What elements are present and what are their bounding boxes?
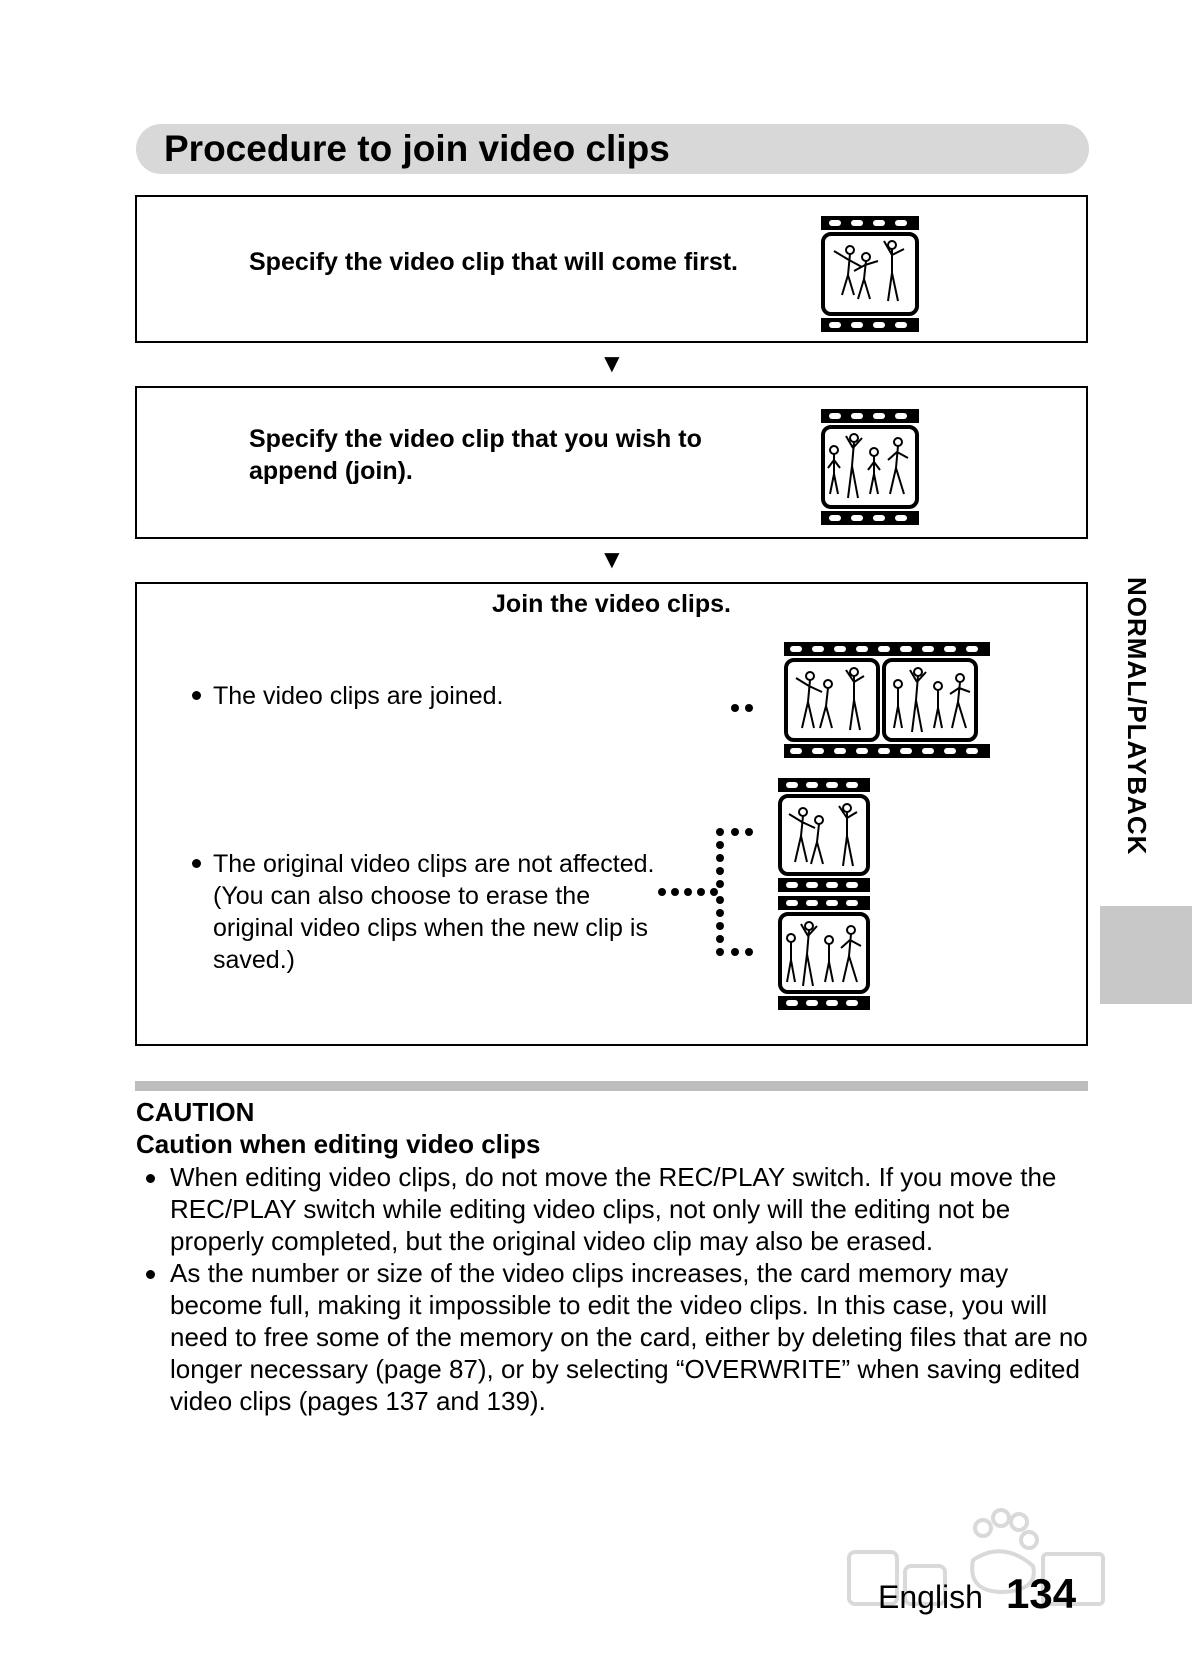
caution-subheading: Caution when editing video clips: [136, 1129, 541, 1159]
step-2-box: Specify the video clip that you wish to …: [135, 386, 1088, 539]
caution-item: As the number or size of the video clips…: [146, 1257, 1091, 1417]
side-tab-label: NORMAL/PLAYBACK: [1122, 577, 1152, 856]
film-strip-icon: [821, 409, 919, 525]
title-bar: [136, 124, 1089, 174]
step-3-bullet-2-line-3: original video clips when the new clip i…: [213, 914, 648, 942]
watermark-logo: [847, 1508, 1105, 1606]
film-strip-icon: [821, 216, 919, 332]
step-2-text: Specify the video clip that you wish to …: [249, 423, 702, 487]
caution-heading: CAUTION: [136, 1097, 255, 1127]
page-title: Procedure to join video clips: [164, 128, 670, 169]
original-film-strips-icon: [658, 778, 870, 1010]
step-3-box: Join the video clips. The video clips ar…: [135, 582, 1088, 1046]
flow-arrow-2: ▼: [599, 544, 625, 574]
caution-item: When editing video clips, do not move th…: [146, 1161, 1091, 1257]
dotted-connector-icon: [658, 828, 753, 956]
bullet-dot: [192, 858, 201, 868]
flow-arrow-1: ▼: [599, 348, 625, 378]
footer-language: English: [878, 1579, 983, 1615]
step-3-bullet-2-line-2: (You can also choose to erase the: [213, 882, 591, 910]
step-2-line-1: Specify the video clip that you wish to: [249, 425, 702, 453]
step-2-line-2: append (join).: [249, 457, 413, 485]
bullet-dot: [192, 690, 201, 700]
caution-list: When editing video clips, do not move th…: [146, 1161, 1091, 1417]
step-1-box: Specify the video clip that will come fi…: [135, 195, 1088, 343]
side-tab: [1100, 906, 1192, 1004]
step-3-bullet-1-text: The video clips are joined.: [213, 682, 504, 710]
step-3-bullet-2-line-4: saved.): [213, 946, 295, 974]
step-3-bullet-1: The video clips are joined.: [192, 680, 503, 712]
step-3-bullet-2-line-1: The original video clips are not affecte…: [213, 850, 655, 878]
step-3-bullet-2: The original video clips are not affecte…: [192, 848, 654, 976]
caution-rule: [135, 1081, 1088, 1091]
step-1-text: Specify the video clip that will come fi…: [249, 248, 739, 276]
step-3-heading: Join the video clips.: [492, 590, 731, 618]
page-number: 134: [1006, 1570, 1077, 1617]
joined-film-strip-icon: [731, 642, 990, 758]
